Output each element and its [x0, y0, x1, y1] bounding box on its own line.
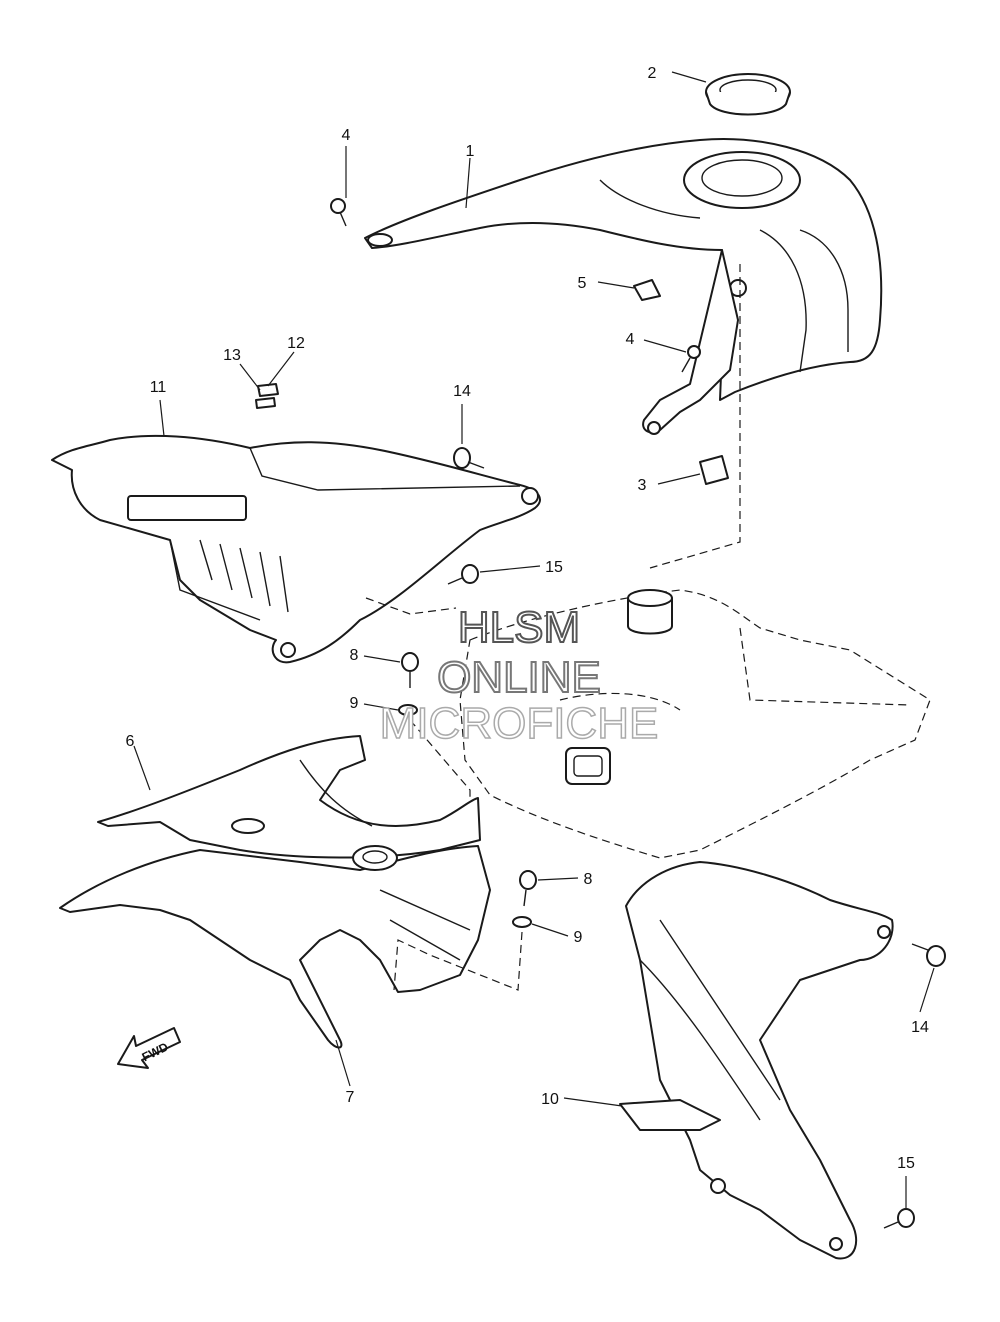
- screw-part-4-lower: [681, 345, 701, 373]
- bolt-part-8-lower: [519, 870, 537, 907]
- tank-bracket-hole: [573, 755, 603, 777]
- side-panel-part-7: [59, 845, 491, 1049]
- leader-lines: [133, 71, 935, 1208]
- pad-part-13: [255, 397, 276, 409]
- callout-3: 3: [638, 477, 647, 494]
- callout-9-lower: 9: [574, 929, 583, 946]
- screw-part-4-upper: [330, 198, 347, 227]
- callout-labels: 2 1 4 5 4 3 11 13 12 14 15 8 9 6 7 8 9 1…: [126, 65, 929, 1172]
- washer-part-9-lower: [512, 916, 532, 928]
- grommet-part-2: [705, 73, 791, 116]
- assembly-line-tank: [649, 264, 741, 569]
- callout-5: 5: [578, 275, 587, 292]
- callout-10: 10: [541, 1091, 559, 1108]
- assembly-line-9: [409, 719, 471, 800]
- forward-arrow-icon: FWD: [117, 1027, 181, 1069]
- callout-15-lower: 15: [897, 1155, 915, 1172]
- washer-part-9-upper: [398, 704, 418, 716]
- callout-1: 1: [466, 143, 475, 160]
- bolt-part-15-lower: [883, 1208, 915, 1229]
- bolt-part-14-upper: [453, 447, 485, 469]
- watermark-line-3: MICROFICHE: [379, 699, 659, 748]
- tank-bracket: [565, 747, 611, 785]
- callout-13: 13: [223, 347, 241, 364]
- tank-cover-part-1: [364, 138, 883, 435]
- pad-part-12: [257, 383, 279, 397]
- callout-2: 2: [648, 65, 657, 82]
- callout-11: 11: [150, 379, 167, 396]
- callout-14-upper: 14: [453, 383, 471, 400]
- side-cover-part-11: [51, 434, 541, 664]
- callout-4-lower: 4: [626, 331, 635, 348]
- assembly-line-11: [365, 597, 457, 615]
- watermark-line-2: ONLINE: [436, 653, 602, 702]
- bolt-part-14-lower: [911, 943, 946, 967]
- side-cover-part-10: [619, 861, 894, 1260]
- callout-14-lower: 14: [911, 1019, 929, 1036]
- nut-part-5: [633, 279, 661, 301]
- watermark-line-1: HLSM: [457, 603, 581, 652]
- callout-6: 6: [126, 733, 135, 750]
- bolt-part-15-upper: [447, 564, 479, 585]
- nut-part-3: [699, 455, 729, 485]
- callout-15-upper: 15: [545, 559, 563, 576]
- callout-9-upper: 9: [350, 695, 359, 712]
- callout-4-upper: 4: [342, 127, 351, 144]
- cowl-part-6: [97, 735, 481, 859]
- callout-12: 12: [287, 335, 305, 352]
- bolt-part-8-upper: [401, 652, 419, 688]
- callout-7: 7: [346, 1089, 355, 1106]
- callout-8-upper: 8: [350, 647, 359, 664]
- tank-filler-neck: [627, 589, 673, 635]
- callout-8-lower: 8: [584, 871, 593, 888]
- fuel-tank-outline: [459, 589, 931, 859]
